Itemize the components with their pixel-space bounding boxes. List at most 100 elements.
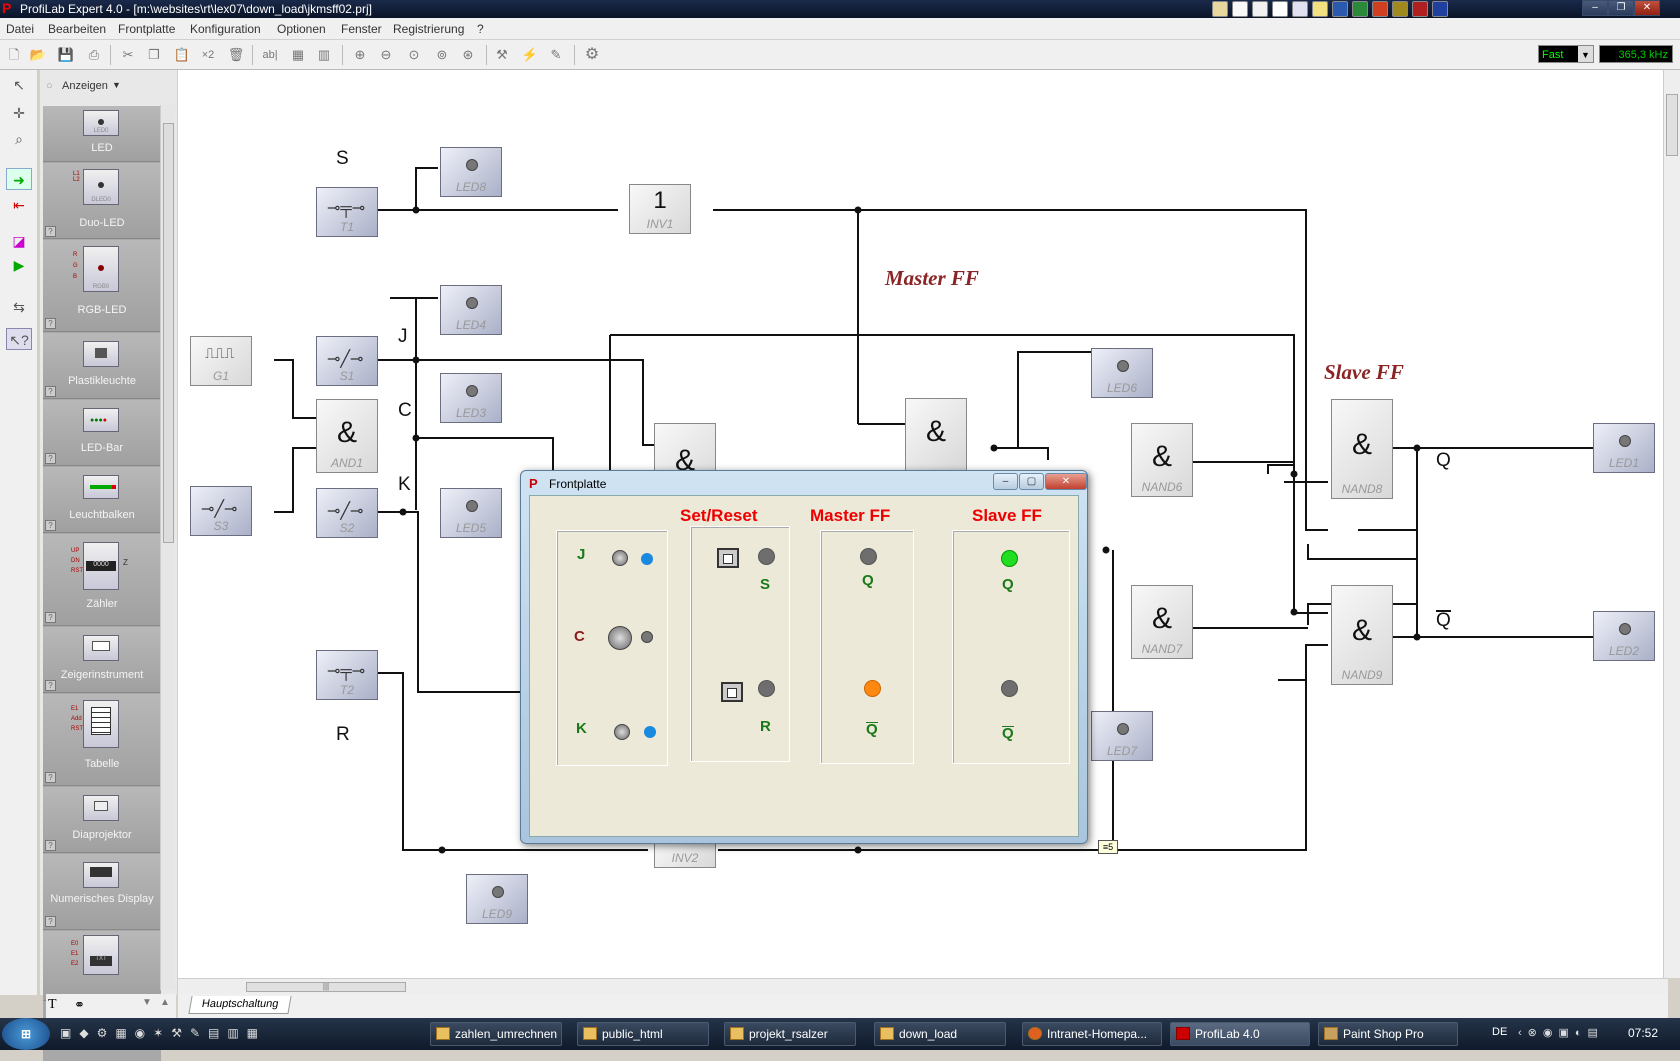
chevron-down-icon[interactable]: ▼ xyxy=(1578,46,1593,62)
toggle-switch-j[interactable] xyxy=(612,550,628,566)
arrow-down-icon[interactable]: ▼ xyxy=(142,997,152,1008)
gate-nand8[interactable]: &NAND8 xyxy=(1331,399,1393,499)
help-icon[interactable]: ? xyxy=(45,453,56,464)
scrollbar-thumb[interactable]: ||| xyxy=(246,982,406,992)
help-icon[interactable]: ? xyxy=(45,520,56,531)
language-indicator[interactable]: DE xyxy=(1492,1026,1508,1038)
settings-gear-icon[interactable]: ⚙ xyxy=(584,46,600,63)
switch-s3[interactable]: ⊸╱⊸S3 xyxy=(190,486,252,536)
led-led6[interactable]: LED6 xyxy=(1091,348,1153,398)
help-icon[interactable]: ? xyxy=(45,386,56,397)
pointer-icon[interactable]: ↖ xyxy=(13,77,25,93)
help-icon[interactable]: ? xyxy=(45,226,56,237)
help-icon[interactable]: ? xyxy=(45,318,56,329)
fp-minimize-button[interactable]: – xyxy=(993,473,1018,490)
horizontal-scrollbar[interactable]: ||| xyxy=(178,978,1668,994)
text-icon[interactable]: ab| xyxy=(262,49,278,61)
maximize-button[interactable]: ❐ xyxy=(1608,0,1634,16)
print-icon[interactable]: ⎙ xyxy=(88,47,100,62)
palette-scrollbar[interactable] xyxy=(160,105,175,990)
gate-nand9[interactable]: &NAND9 xyxy=(1331,585,1393,685)
help-icon[interactable]: ? xyxy=(45,612,56,623)
zoom-all-icon[interactable]: ⊛ xyxy=(462,47,474,62)
vertical-scrollbar[interactable] xyxy=(1663,70,1680,978)
menu-fenster[interactable]: Fenster xyxy=(341,22,382,36)
led-led7[interactable]: LED7 xyxy=(1091,711,1153,761)
run-arrow-icon[interactable]: ➜ xyxy=(6,168,32,190)
speed-select[interactable]: Fast▼ xyxy=(1538,45,1594,63)
task-down-load[interactable]: down_load xyxy=(874,1022,1006,1046)
gate-nand6[interactable]: &NAND6 xyxy=(1131,423,1193,497)
help-icon[interactable]: ? xyxy=(45,772,56,783)
task-profilab[interactable]: ProfiLab 4.0 xyxy=(1170,1022,1310,1046)
swap-icon[interactable]: ⇆ xyxy=(13,299,25,315)
new-icon[interactable]: 🗋 xyxy=(8,47,20,62)
palette-item-plastikleuchte[interactable]: Plastikleuchte ? xyxy=(43,333,161,399)
gate-and1[interactable]: &AND1 xyxy=(316,399,378,473)
led-led8[interactable]: LED8 xyxy=(440,147,502,197)
quicklaunch-icon[interactable] xyxy=(1292,1,1308,17)
wire-icon[interactable]: ⚡ xyxy=(521,47,539,62)
columns-icon[interactable]: ▥ xyxy=(317,47,331,62)
task-projekt-rsalzer[interactable]: projekt_rsalzer xyxy=(724,1022,856,1046)
gate-inv2[interactable]: INV2 xyxy=(654,840,716,868)
start-button[interactable]: ⊞ xyxy=(2,1018,50,1050)
palette-header[interactable]: ○Anzeigen▼ xyxy=(46,80,121,92)
help-icon[interactable]: ? xyxy=(45,840,56,851)
switch-s2[interactable]: ⊸╱⊸S2 xyxy=(316,488,378,538)
palette-item-zeigerinstrument[interactable]: Zeigerinstrument ? xyxy=(43,627,161,693)
close-button[interactable]: ✕ xyxy=(1634,0,1660,16)
color-icon[interactable]: ◪ xyxy=(12,233,26,249)
menu-frontplatte[interactable]: Frontplatte xyxy=(118,22,176,36)
zoom-page-icon[interactable]: ⊚ xyxy=(436,47,448,62)
text-tool-icon[interactable]: T xyxy=(48,997,57,1012)
reset-button[interactable] xyxy=(721,682,743,702)
palette-item-leuchtbalken[interactable]: Leuchtbalken ? xyxy=(43,467,161,533)
quicklaunch-icon[interactable] xyxy=(1252,1,1268,17)
probe-icon[interactable]: ✎ xyxy=(550,47,562,62)
fp-maximize-button[interactable]: ▢ xyxy=(1019,473,1044,490)
quicklaunch-icon[interactable] xyxy=(1392,1,1408,17)
led-led9[interactable]: LED9 xyxy=(466,874,528,924)
scrollbar-thumb[interactable] xyxy=(163,123,174,543)
system-tray-icons[interactable]: ‹⊗◉▣◐▤ xyxy=(1518,1027,1604,1039)
help-icon[interactable]: ? xyxy=(45,916,56,927)
clock-generator-g1[interactable]: ⎍⎍⎍G1 xyxy=(190,336,252,386)
input-icon[interactable]: ▶ xyxy=(13,257,25,273)
zoom-in-icon[interactable]: ⊕ xyxy=(354,47,366,62)
palette-item-diaprojektor[interactable]: Diaprojektor ? xyxy=(43,787,161,853)
magnifier-icon[interactable]: ⌕ xyxy=(15,131,23,147)
quicklaunch-icon[interactable] xyxy=(1432,1,1448,17)
toggle-switch-k[interactable] xyxy=(614,724,630,740)
switch-s1[interactable]: ⊸╱⊸S1 xyxy=(316,336,378,386)
gate-nand7[interactable]: &NAND7 xyxy=(1131,585,1193,659)
minimize-button[interactable]: – xyxy=(1582,0,1608,16)
quicklaunch-icon[interactable] xyxy=(1272,1,1288,17)
duplicate-icon[interactable]: ×2 xyxy=(201,49,215,61)
menu-help[interactable]: ? xyxy=(477,22,484,36)
quick-launch-icons[interactable]: ▣◆⚙▦◉✶⚒✎▤▥▦ xyxy=(60,1026,267,1040)
tools-icon[interactable]: ⚒ xyxy=(496,47,508,62)
menu-bearbeiten[interactable]: Bearbeiten xyxy=(48,22,107,36)
frontplatte-window[interactable]: P Frontplatte – ▢ ✕ Set/Reset Master FF … xyxy=(520,470,1088,844)
cut-icon[interactable]: ✂ xyxy=(122,47,134,62)
led-led4[interactable]: LED4 xyxy=(440,285,502,335)
task-intranet[interactable]: Intranet-Homepa... xyxy=(1022,1022,1162,1046)
palette-item-led[interactable]: LED0 LED xyxy=(43,106,161,162)
copy-icon[interactable]: ❐ xyxy=(148,47,160,62)
grid-icon[interactable]: ▦ xyxy=(291,47,305,62)
set-button[interactable] xyxy=(717,548,739,568)
help-pointer-icon[interactable]: ↖? xyxy=(6,328,32,350)
save-icon[interactable]: 💾 xyxy=(57,47,75,62)
quicklaunch-icon[interactable] xyxy=(1312,1,1328,17)
clock[interactable]: 07:52 xyxy=(1628,1026,1659,1040)
scrollbar-thumb[interactable] xyxy=(1666,94,1678,156)
zoom-fit-icon[interactable]: ⊙ xyxy=(408,47,420,62)
help-icon[interactable]: ? xyxy=(45,680,56,691)
stop-arrow-icon[interactable]: ⇤ xyxy=(13,197,25,213)
excel-icon[interactable] xyxy=(1352,1,1368,17)
